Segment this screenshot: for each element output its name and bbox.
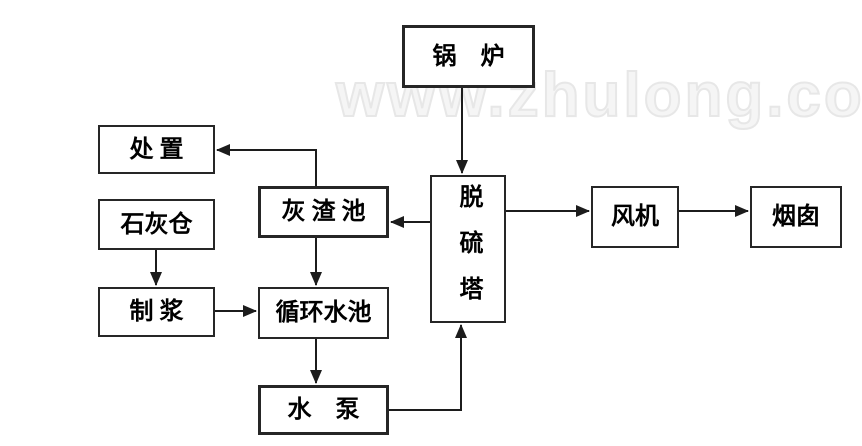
node-ash-slag-pool: 灰 渣 池 [258,186,389,238]
node-boiler: 锅 炉 [402,25,535,88]
node-lime-silo: 石灰仓 [98,199,215,250]
node-slurry-making: 制 浆 [98,287,215,337]
node-circulating-pool: 循环水池 [258,287,389,339]
node-water-pump: 水 泵 [258,385,389,435]
edge-pump-tower [389,324,467,411]
node-fan: 风机 [591,186,679,248]
node-disposal: 处 置 [98,125,215,174]
edge-ashpool-disposal [216,144,317,186]
node-desulfurization-tower: 脱硫塔 [430,175,506,323]
node-chimney: 烟囱 [750,186,842,248]
